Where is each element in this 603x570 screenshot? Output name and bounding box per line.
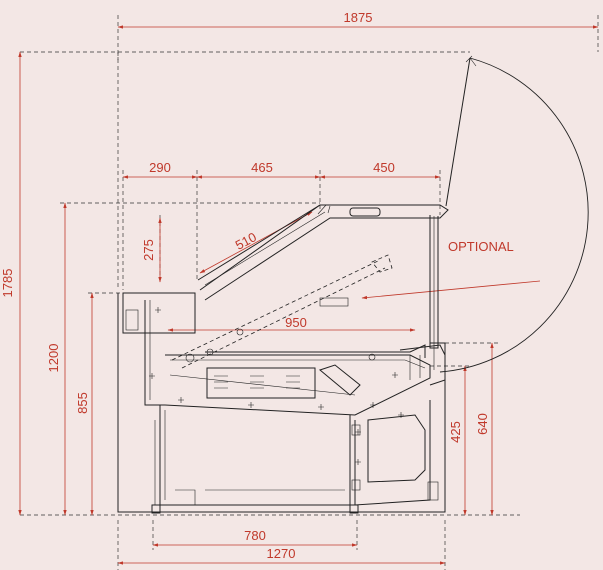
- front-latch: [125, 309, 139, 331]
- dimension-labels: 1875 1785 290 465 450 275 510 950 1200 8…: [0, 10, 514, 561]
- front-glass: [197, 204, 321, 281]
- base-cross-member: [175, 489, 345, 505]
- label-1785: 1785: [0, 269, 15, 298]
- cabinet-outline: [117, 293, 446, 513]
- cabinet-body: [117, 204, 449, 514]
- front-glass-inner: [204, 211, 326, 286]
- dim-line-510: [199, 211, 313, 274]
- compressor-hinge-top: [351, 424, 361, 436]
- display-deck: [164, 354, 431, 416]
- label-640: 640: [475, 413, 490, 435]
- label-465: 465: [251, 160, 273, 175]
- rear-panel: [399, 344, 446, 386]
- base-frame: [159, 405, 351, 506]
- evaporator-coil: [206, 367, 316, 399]
- coil-fins: [214, 375, 300, 389]
- front-column: [144, 300, 165, 406]
- optional-leader-line: [361, 280, 541, 300]
- compressor-hinge-bottom: [351, 479, 361, 491]
- optional-door-arc: [439, 55, 589, 373]
- compressor-compartment: [354, 400, 431, 506]
- label-1200: 1200: [46, 344, 61, 373]
- optional-door-panel: [445, 57, 471, 207]
- foot-left: [151, 504, 161, 514]
- marker-circle-4: [206, 348, 214, 356]
- label-855: 855: [75, 392, 90, 414]
- canopy-light-unit: [349, 207, 381, 217]
- front-control-box: [122, 292, 196, 334]
- label-780: 780: [244, 528, 266, 543]
- label-450: 450: [373, 160, 395, 175]
- shelf-bracket-dashed: [371, 254, 393, 273]
- door-swing-arc: [439, 57, 589, 373]
- foot-right: [349, 504, 359, 514]
- label-510: 510: [233, 229, 259, 252]
- label-275: 275: [141, 239, 156, 261]
- deck-shelf: [205, 344, 426, 358]
- marker-circle-2: [368, 353, 376, 361]
- drain-fitting: [427, 481, 439, 501]
- label-1875: 1875: [344, 10, 373, 25]
- plus-markers: [149, 307, 404, 465]
- label-optional: OPTIONAL: [448, 239, 514, 254]
- label-950: 950: [285, 315, 307, 330]
- shelf-label: [319, 297, 349, 307]
- left-leg: [154, 420, 160, 506]
- dimension-lines: [18, 25, 599, 565]
- compressor-door: [367, 414, 426, 483]
- label-425: 425: [448, 421, 463, 443]
- label-1270: 1270: [267, 546, 296, 561]
- marker-circle-1: [236, 328, 244, 336]
- door-hinge-mark: [465, 55, 477, 67]
- deck-tray: [169, 359, 426, 396]
- rear-panel-slats: [409, 355, 421, 380]
- canopy-lamp: [317, 204, 331, 215]
- marker-circle-3: [185, 353, 195, 363]
- shelf-position-dashed: [171, 259, 386, 369]
- extension-lines: [20, 15, 599, 570]
- label-290: 290: [149, 160, 171, 175]
- fan-unit: [318, 364, 361, 396]
